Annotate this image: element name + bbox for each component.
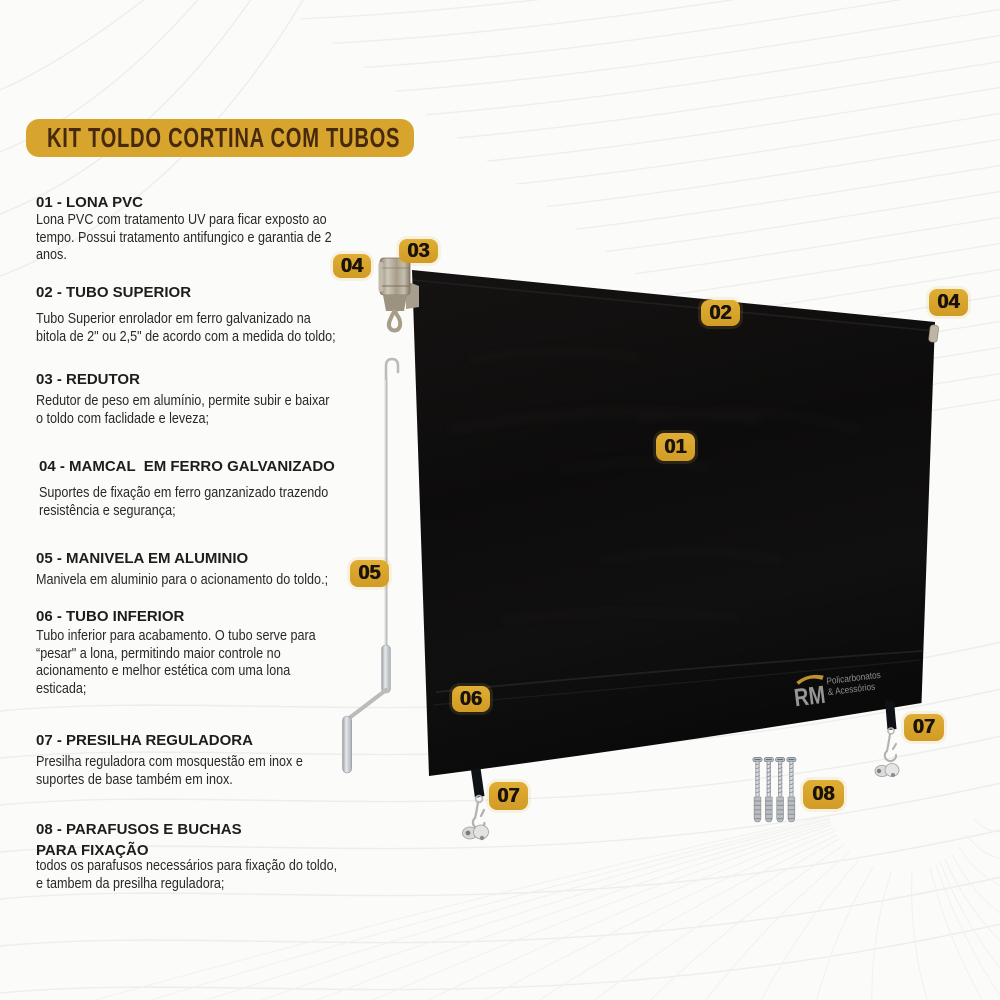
svg-text:RM: RM	[793, 681, 827, 712]
